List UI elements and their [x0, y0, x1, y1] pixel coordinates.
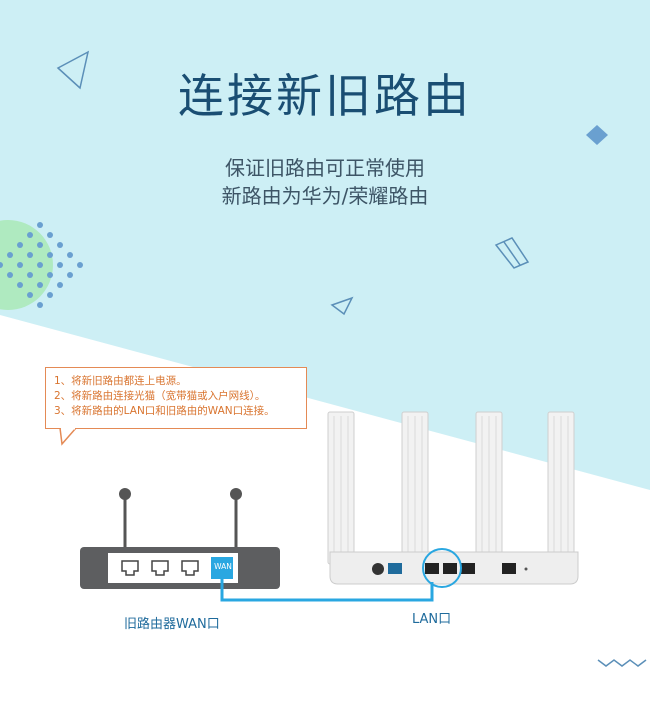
wan-port-label: WAN — [214, 562, 232, 571]
instruction-step-1: 1、将新旧路由都连上电源。 — [54, 375, 187, 387]
subtitle-line-2: 新路由为华为/荣耀路由 — [221, 184, 429, 208]
instruction-step-2: 2、将新路由连接光猫（宽带猫或入户网线）。 — [54, 390, 266, 402]
lan-port-highlight — [422, 548, 462, 588]
instruction-callout: 1、将新旧路由都连上电源。 2、将新路由连接光猫（宽带猫或入户网线）。 3、将新… — [45, 367, 307, 429]
page-title: 连接新旧路由 — [178, 69, 472, 123]
dot-pattern — [0, 222, 83, 308]
old-router — [80, 488, 280, 589]
new-router — [327, 411, 579, 588]
zigzag-icon — [597, 659, 647, 667]
callout-tail — [59, 428, 77, 446]
instruction-step-3: 3、将新路由的LAN口和旧路由的WAN口连接。 — [54, 405, 275, 417]
network-cable — [220, 579, 434, 602]
diamond-icon — [586, 125, 608, 145]
old-router-caption: 旧路由器WAN口 — [124, 617, 220, 632]
wan-port — [211, 557, 233, 579]
subtitle-line-1: 保证旧路由可正常使用 — [225, 156, 425, 180]
triangle-outline-icon — [330, 296, 354, 316]
new-router-caption: LAN口 — [412, 612, 452, 627]
crystal-outline-icon — [494, 237, 530, 269]
